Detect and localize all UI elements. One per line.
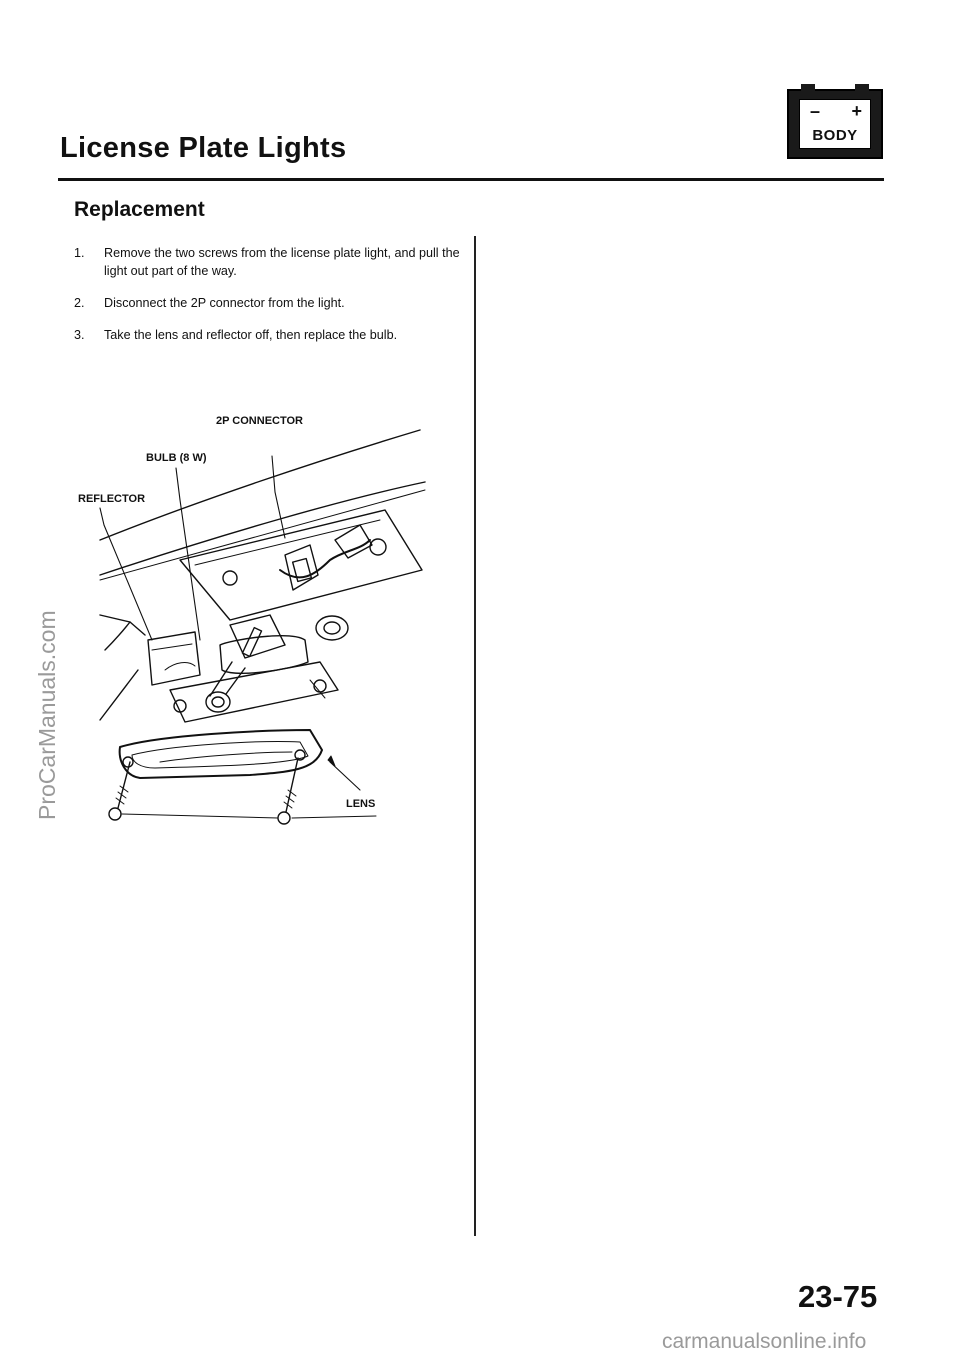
page-number: 23-75: [798, 1279, 878, 1314]
page-title: License Plate Lights: [60, 132, 347, 164]
license-plate-light-diagram: 2P CONNECTOR BULB (8 W) REFLECTOR LENS: [60, 400, 460, 840]
step-number: 1.: [74, 246, 85, 260]
badge-label: BODY: [812, 127, 858, 144]
step-text: Disconnect the 2P connector from the lig…: [104, 296, 345, 310]
bottom-watermark: carmanualsonline.info: [662, 1330, 867, 1353]
header-rule: [58, 178, 884, 181]
plus-sign: +: [851, 101, 862, 121]
column-divider: [474, 236, 476, 1236]
battery-terminal-left: [801, 84, 815, 93]
step-item: 2. Disconnect the 2P connector from the …: [74, 294, 466, 312]
label-2p-connector: 2P CONNECTOR: [216, 415, 304, 427]
body-section-badge: – + BODY: [787, 84, 883, 159]
side-watermark-container: ProCarManuals.com: [6, 0, 60, 1356]
battery-icon: – + BODY: [799, 99, 871, 149]
step-text: Take the lens and reflector off, then re…: [104, 328, 398, 342]
label-bulb: BULB (8 W): [146, 452, 207, 464]
label-reflector: REFLECTOR: [78, 493, 146, 505]
step-item: 3. Take the lens and reflector off, then…: [74, 326, 466, 344]
section-heading: Replacement: [74, 198, 205, 221]
battery-terminal-right: [855, 84, 869, 93]
step-number: 2.: [74, 296, 85, 310]
step-text: Remove the two screws from the license p…: [104, 246, 460, 278]
step-number: 3.: [74, 328, 85, 342]
side-watermark: ProCarManuals.com: [34, 610, 60, 820]
minus-sign: –: [810, 101, 821, 121]
exploded-view-illustration: [99, 429, 426, 825]
step-item: 1. Remove the two screws from the licens…: [74, 244, 466, 280]
steps-list: 1. Remove the two screws from the licens…: [74, 244, 466, 358]
label-lens: LENS: [346, 798, 376, 810]
